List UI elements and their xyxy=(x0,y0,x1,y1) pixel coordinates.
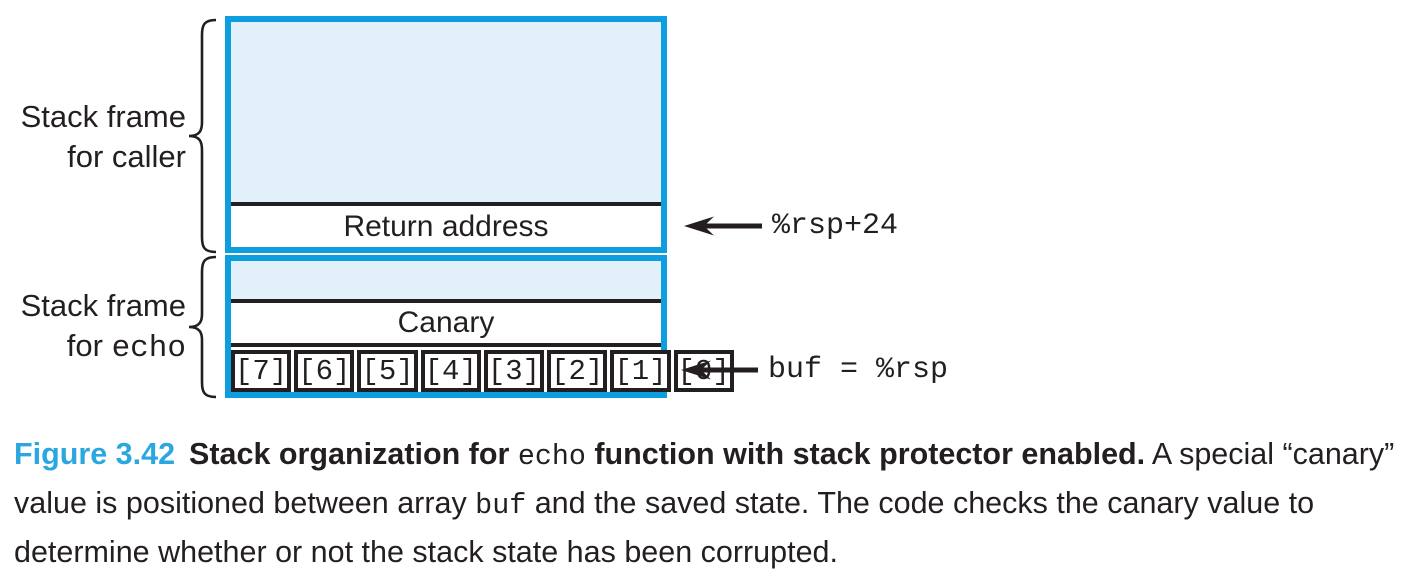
buffer-cell-5: [5] xyxy=(357,350,418,392)
echo-frame-divider-line-2 xyxy=(231,343,661,347)
return-address-label: Return address xyxy=(343,209,549,243)
echo-frame-divider-line-1 xyxy=(231,299,661,303)
buffer-cell-2: [2] xyxy=(547,350,608,392)
caller-frame-fill xyxy=(231,22,661,202)
caller-frame-divider-line xyxy=(231,202,661,206)
figure-caption: Figure 3.42 Stack organization for echo f… xyxy=(14,431,1398,576)
caption-body-code: buf xyxy=(475,489,527,522)
echo-frame-label-line2-prefix: for xyxy=(66,328,112,363)
figure-number-label: Figure 3.42 xyxy=(14,437,176,471)
buffer-cell-7: [7] xyxy=(231,350,292,392)
caller-frame-label-line2: for caller xyxy=(67,139,186,174)
buffer-cell-3: [3] xyxy=(483,350,545,392)
buffer-cell-1: [1] xyxy=(610,350,671,392)
buf-pointer-label: buf = %rsp xyxy=(768,353,949,387)
caller-curly-brace-icon xyxy=(188,18,217,254)
caller-frame-label-line1: Stack frame xyxy=(20,99,186,134)
echo-stack-frame-box: Canary [7] [6] [5] [4] [3] [2] [1] [0] xyxy=(225,255,734,398)
caption-title-part1: Stack organization for xyxy=(189,437,518,471)
rsp24-pointer-label: %rsp+24 xyxy=(772,209,899,243)
caption-title-code: echo xyxy=(517,440,586,473)
caption-body-part1: A special “canary” value is positioned b… xyxy=(14,437,1395,520)
echo-frame-fill xyxy=(231,261,661,299)
echo-frame-label-line1: Stack frame xyxy=(20,288,186,323)
buffer-row: [7] [6] [5] [4] [3] [2] [1] [0] xyxy=(231,347,734,392)
buffer-cell-4: [4] xyxy=(420,350,481,392)
canary-label: Canary xyxy=(397,306,495,339)
caller-stack-frame-box: Return address xyxy=(225,16,667,253)
echo-curly-brace-icon xyxy=(188,255,217,399)
caller-frame-label: Stack frame for caller xyxy=(0,97,186,177)
echo-frame-label-line2-code: echo xyxy=(111,331,186,366)
buffer-cell-6: [6] xyxy=(294,350,355,392)
return-address-row: Return address xyxy=(231,206,661,247)
canary-row: Canary xyxy=(231,303,661,343)
caption-title-part2: function with stack protector enabled. xyxy=(585,437,1146,471)
caption-body-part2: and the saved state. The code checks the… xyxy=(14,486,1315,569)
echo-frame-label-line2: for echo xyxy=(0,326,186,369)
echo-frame-label: Stack frame for echo xyxy=(0,286,186,369)
rsp24-arrow-icon xyxy=(684,216,762,236)
buffer-cell-0: [0] xyxy=(673,350,734,392)
